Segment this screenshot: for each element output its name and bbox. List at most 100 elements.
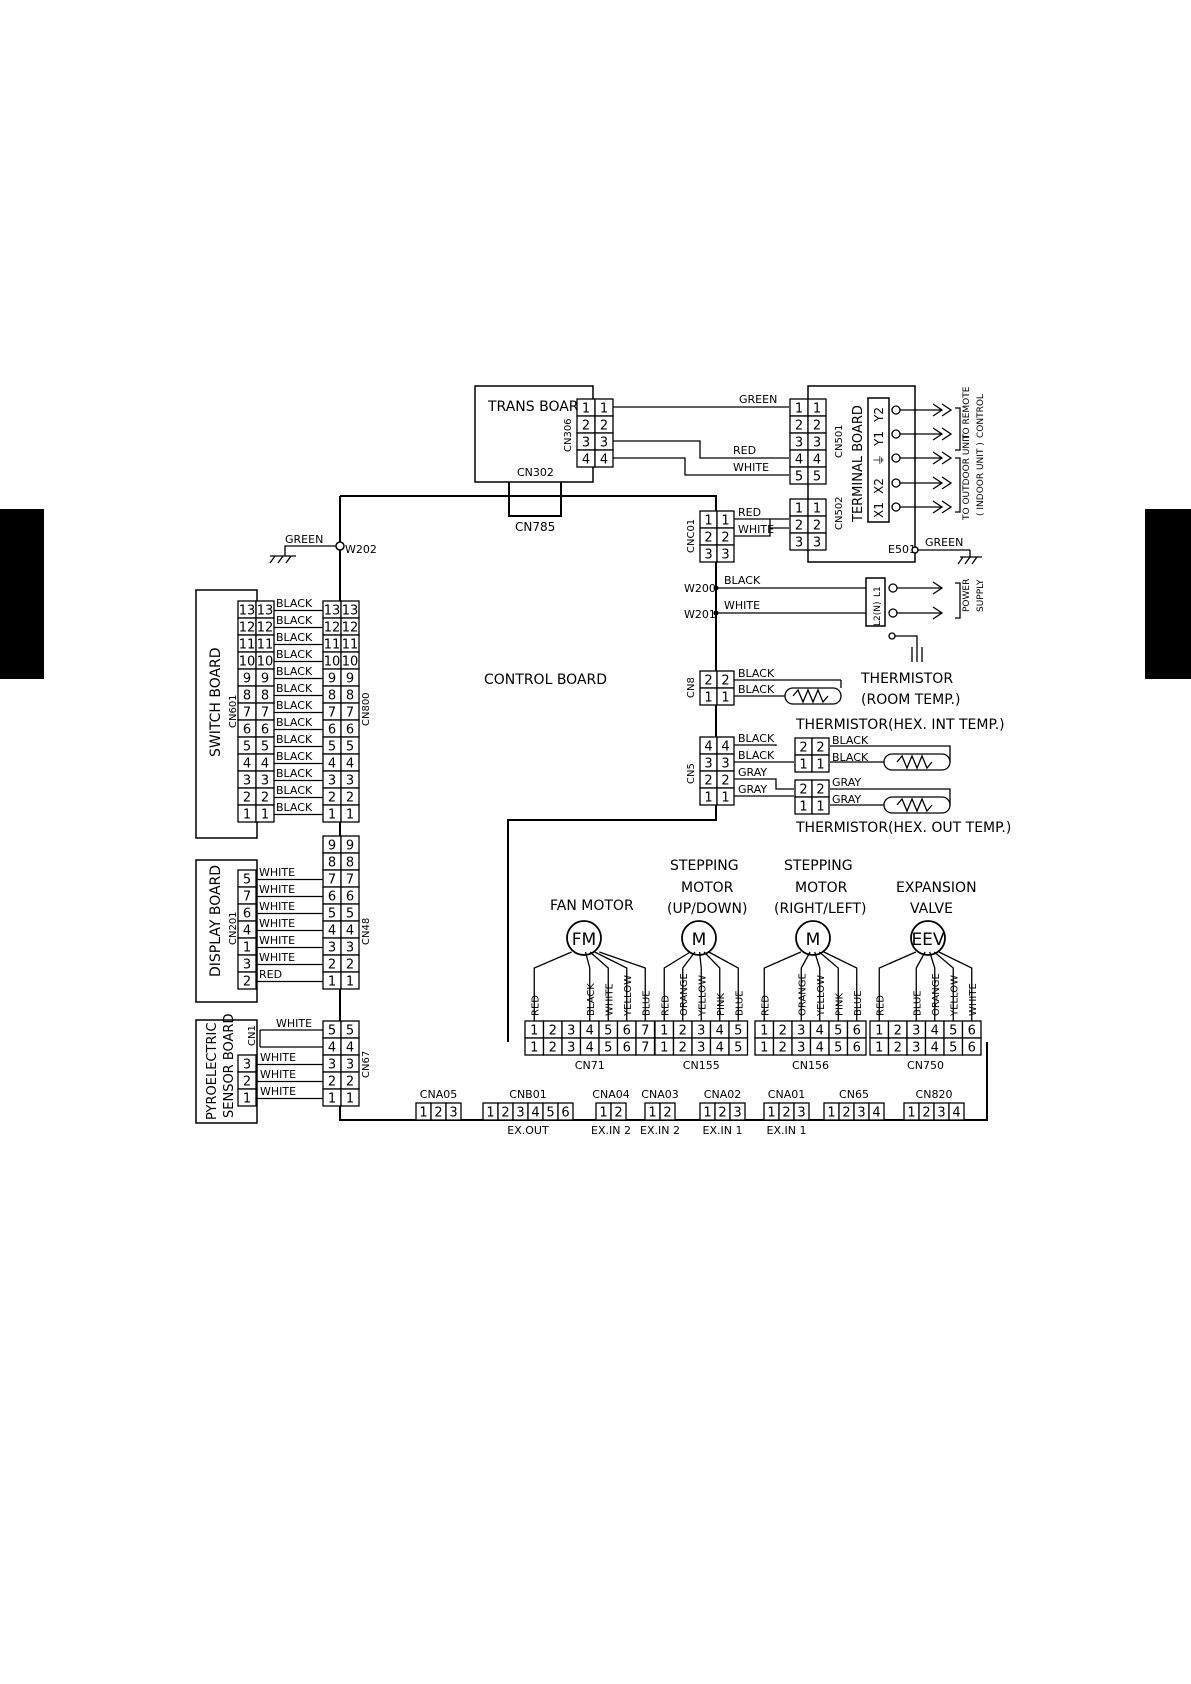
hex-out-resistor [896,797,933,813]
cn156-b-4-num: 4 [816,1041,824,1056]
pyro-label-2: SENSOR BOARD [222,1014,237,1118]
cn5-b-2-num: 2 [721,774,729,789]
to-remote-line1: TO REMOTE [962,386,972,441]
cn750-a-4-num: 4 [931,1024,939,1039]
cn306-a-4-num: 4 [582,453,590,468]
cn201-3-num: 3 [243,958,251,973]
pyro-label-1: PYROELECTRIC [205,1023,220,1120]
cn601-a-2-num: 2 [243,791,251,806]
cn48-a-9-num: 9 [328,839,336,854]
stepping-1-label: STEPPING [670,858,739,874]
hex-out-wires [830,788,951,806]
terminal-y1: Y1 [872,431,886,447]
cn800-a-3-num: 3 [328,774,336,789]
cn5-gray-1: GRAY [738,766,767,779]
cnc01-label: CNC01 [686,519,697,553]
motor-symbol [795,920,831,956]
power-l1: L1 [873,586,883,597]
cna03-2-num: 2 [663,1106,671,1121]
motor-wire-color: RED [760,995,771,1016]
room-thermistor-resistor [792,688,829,704]
control-board-label: CONTROL BOARD [484,672,607,688]
cn48-a-8-num: 8 [328,856,336,871]
cn8-b-1-num: 1 [721,691,729,706]
cnc01-b-3-cell [716,544,735,563]
cn800-a-8-num: 8 [328,689,336,704]
cn5-gray-2: GRAY [738,783,767,796]
fan-motor-label: FAN MOTOR [550,898,634,914]
bottom-connector-sub: EX.IN 2 [640,1124,680,1137]
to-outdoor-text: TO OUTDOOR UNIT [962,433,972,521]
motor-wire [594,951,628,1021]
updown-label: (UP/DOWN) [667,901,747,917]
cn601-b-2-num: 2 [261,791,269,806]
stepping-2-label: STEPPING [784,858,853,874]
cn67-a-4-num: 4 [328,1041,336,1056]
cn48-b-9-num: 9 [346,839,354,854]
motor-wire-color: ORANGE [679,973,690,1016]
cn155-b-5-cell [728,1037,749,1056]
cn800-b-4-num: 4 [346,757,354,772]
cnc01-b-3-num: 3 [721,548,729,563]
hex-int-resistor [896,754,933,770]
motor-wire-color: WHITE [604,983,615,1016]
cn601-b-7-num: 7 [261,706,269,721]
cn750-b-6-num: 6 [968,1041,976,1056]
cn601-b-11-num: 11 [257,638,274,653]
cn5-b-3-num: 3 [721,757,729,772]
cn306-b-3-num: 3 [600,436,608,451]
hex-int-black-1: BLACK [832,734,869,747]
motor-wire [814,951,821,1021]
cn820-1-num: 1 [907,1106,915,1121]
cn750-b-4-num: 4 [931,1041,939,1056]
e501-node [911,546,919,554]
trans-red-label: RED [733,444,756,457]
cn800-b-1-num: 1 [346,808,354,823]
motor-connector-name: CN155 [683,1059,720,1072]
pyro-loop-color: WHITE [276,1017,312,1030]
cn800-a-12-num: 12 [324,621,341,636]
cn8-a-2-num: 2 [704,674,712,689]
cnb01-3-num: 3 [516,1106,524,1121]
cn750-a-1-num: 1 [875,1024,883,1039]
cn67-b-4-num: 4 [346,1041,354,1056]
cn501-a-1-num: 1 [795,402,803,417]
motor-wire [599,951,646,1021]
cn800-a-2-num: 2 [328,791,336,806]
cn156-a-5-num: 5 [834,1024,842,1039]
outdoor-bracket [955,457,961,513]
cna02-3-cell [729,1102,746,1121]
cn71-a-5-num: 5 [604,1024,612,1039]
cn501-a-2-num: 2 [795,419,803,434]
motor-wire [533,951,572,1021]
cnc01-white-label: WHITE [738,523,774,536]
cn750-a-3-num: 3 [912,1024,920,1039]
e501-wire [918,549,982,558]
switch-wire-color: BLACK [276,767,313,780]
cn1-3-num: 3 [243,1058,251,1073]
hexint-b-2-num: 2 [816,741,824,756]
motor-wire-color: RED [530,995,541,1016]
cn750-b-5-num: 5 [949,1041,957,1056]
cn800-a-11-num: 11 [324,638,341,653]
motor-wire-color: ORANGE [931,973,942,1016]
cn601-a-4-num: 4 [243,757,251,772]
w202-ground-hatch [269,555,292,564]
motor-symbol-label: EEV [911,930,944,950]
cnb01-1-num: 1 [486,1106,494,1121]
hex-out-thermistor [883,796,951,814]
display-wire-color: WHITE [259,866,295,879]
cn601-b-4-num: 4 [261,757,269,772]
terminal-output-node [891,453,901,463]
hex-int-thermistor [883,753,951,771]
display-wire-color: WHITE [259,934,295,947]
cn65-1-num: 1 [827,1106,835,1121]
cnc01-white-wire [734,519,789,537]
cn48-a-3-num: 3 [328,941,336,956]
cn750-a-6-num: 6 [968,1024,976,1039]
cn501-b-5-num: 5 [813,470,821,485]
cn306-b-2-num: 2 [600,419,608,434]
